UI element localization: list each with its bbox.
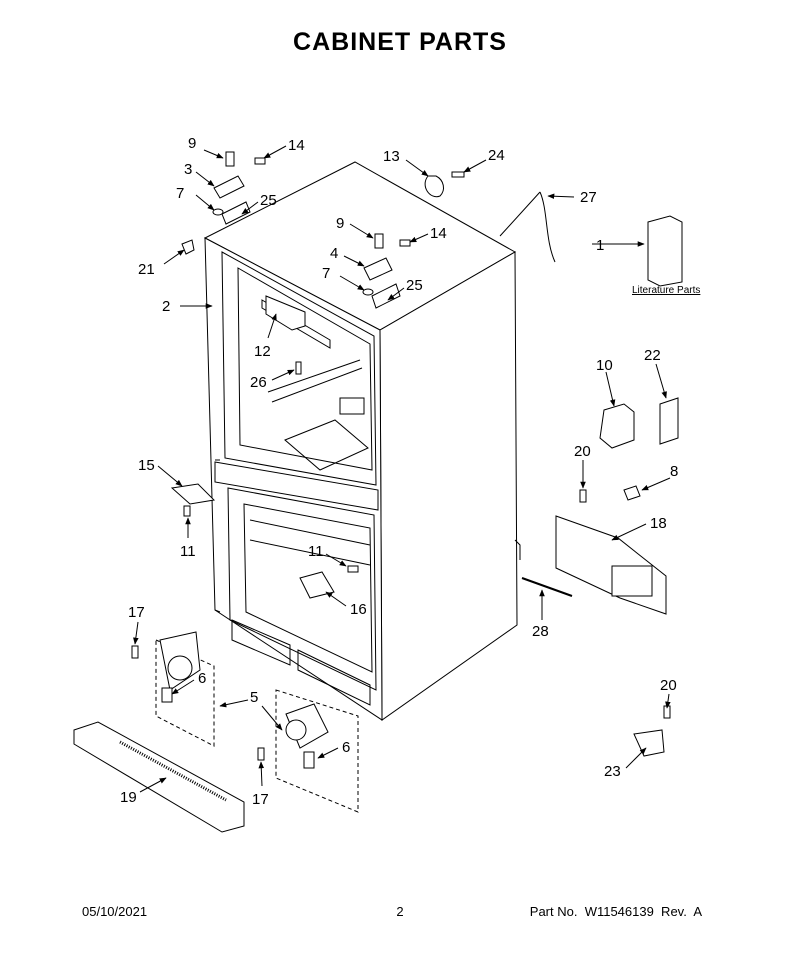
strip-28 [521, 577, 573, 597]
callout-14: 14 [430, 225, 447, 242]
top-hinge-left [212, 151, 266, 225]
footer-part-number: Part No. W11546139 Rev. A [529, 904, 702, 919]
callout-27: 27 [580, 189, 597, 206]
callout-9: 9 [188, 135, 196, 152]
callout-22: 22 [644, 347, 661, 364]
literature-1 [647, 215, 683, 287]
leaders [133, 145, 671, 793]
callout-13: 13 [383, 148, 400, 165]
bracket-15 [170, 483, 216, 505]
screw-17b [257, 747, 265, 761]
callout-26: 26 [250, 374, 267, 391]
screw-17a [131, 645, 139, 659]
callout-6: 6 [342, 739, 350, 756]
clip-8 [623, 485, 641, 501]
callout-labels: 9 14 3 7 25 21 2 13 24 27 9 14 4 7 25 1 … [120, 135, 700, 808]
callout-11: 11 [308, 543, 324, 560]
callout-16: 16 [350, 601, 367, 618]
callout-20: 20 [660, 677, 677, 694]
callout-7: 7 [322, 265, 330, 282]
screw-11b [347, 565, 359, 573]
callout-25: 25 [406, 277, 423, 294]
clamp-23 [633, 729, 665, 757]
roller-box-right [275, 689, 359, 813]
callout-9: 9 [336, 215, 344, 232]
toe-grille-19 [73, 721, 245, 833]
bracket-22 [659, 397, 679, 445]
callout-19: 19 [120, 789, 137, 806]
callout-4: 4 [330, 245, 338, 262]
footer-date: 05/10/2021 [82, 904, 148, 919]
page-title: CABINET PARTS [293, 28, 507, 56]
literature-parts-label: Literature Parts [632, 285, 700, 296]
callout-18: 18 [650, 515, 667, 532]
callout-8: 8 [670, 463, 678, 480]
callout-5: 5 [250, 689, 258, 706]
screw-11a [183, 505, 191, 517]
harness-27 [499, 191, 556, 263]
door-stop-13 [424, 175, 444, 198]
callout-3: 3 [184, 161, 192, 178]
callout-20: 20 [574, 443, 591, 460]
top-hinge-right [362, 233, 411, 309]
callout-21: 21 [138, 261, 155, 278]
callout-1: 1 [596, 237, 604, 254]
footer-page-number: 2 [396, 904, 404, 919]
callout-12: 12 [254, 343, 271, 360]
screw-26 [295, 361, 302, 375]
cabinet [203, 161, 521, 721]
callout-11: 11 [180, 543, 196, 560]
callout-2: 2 [162, 298, 170, 315]
callout-24: 24 [488, 147, 505, 164]
parts [73, 151, 683, 833]
callout-17: 17 [128, 604, 145, 621]
screw-20a [579, 489, 587, 503]
water-valve-10 [599, 403, 635, 449]
screw-24 [451, 171, 465, 178]
callout-7: 7 [176, 185, 184, 202]
callout-25: 25 [260, 192, 277, 209]
callout-15: 15 [138, 457, 155, 474]
clip-21 [181, 239, 195, 255]
callout-10: 10 [596, 357, 613, 374]
light-12 [265, 295, 306, 331]
callout-23: 23 [604, 763, 621, 780]
callout-28: 28 [532, 623, 549, 640]
callout-17: 17 [252, 791, 269, 808]
bracket-16 [299, 571, 335, 599]
callout-14: 14 [288, 137, 305, 154]
callout-6: 6 [198, 670, 206, 687]
